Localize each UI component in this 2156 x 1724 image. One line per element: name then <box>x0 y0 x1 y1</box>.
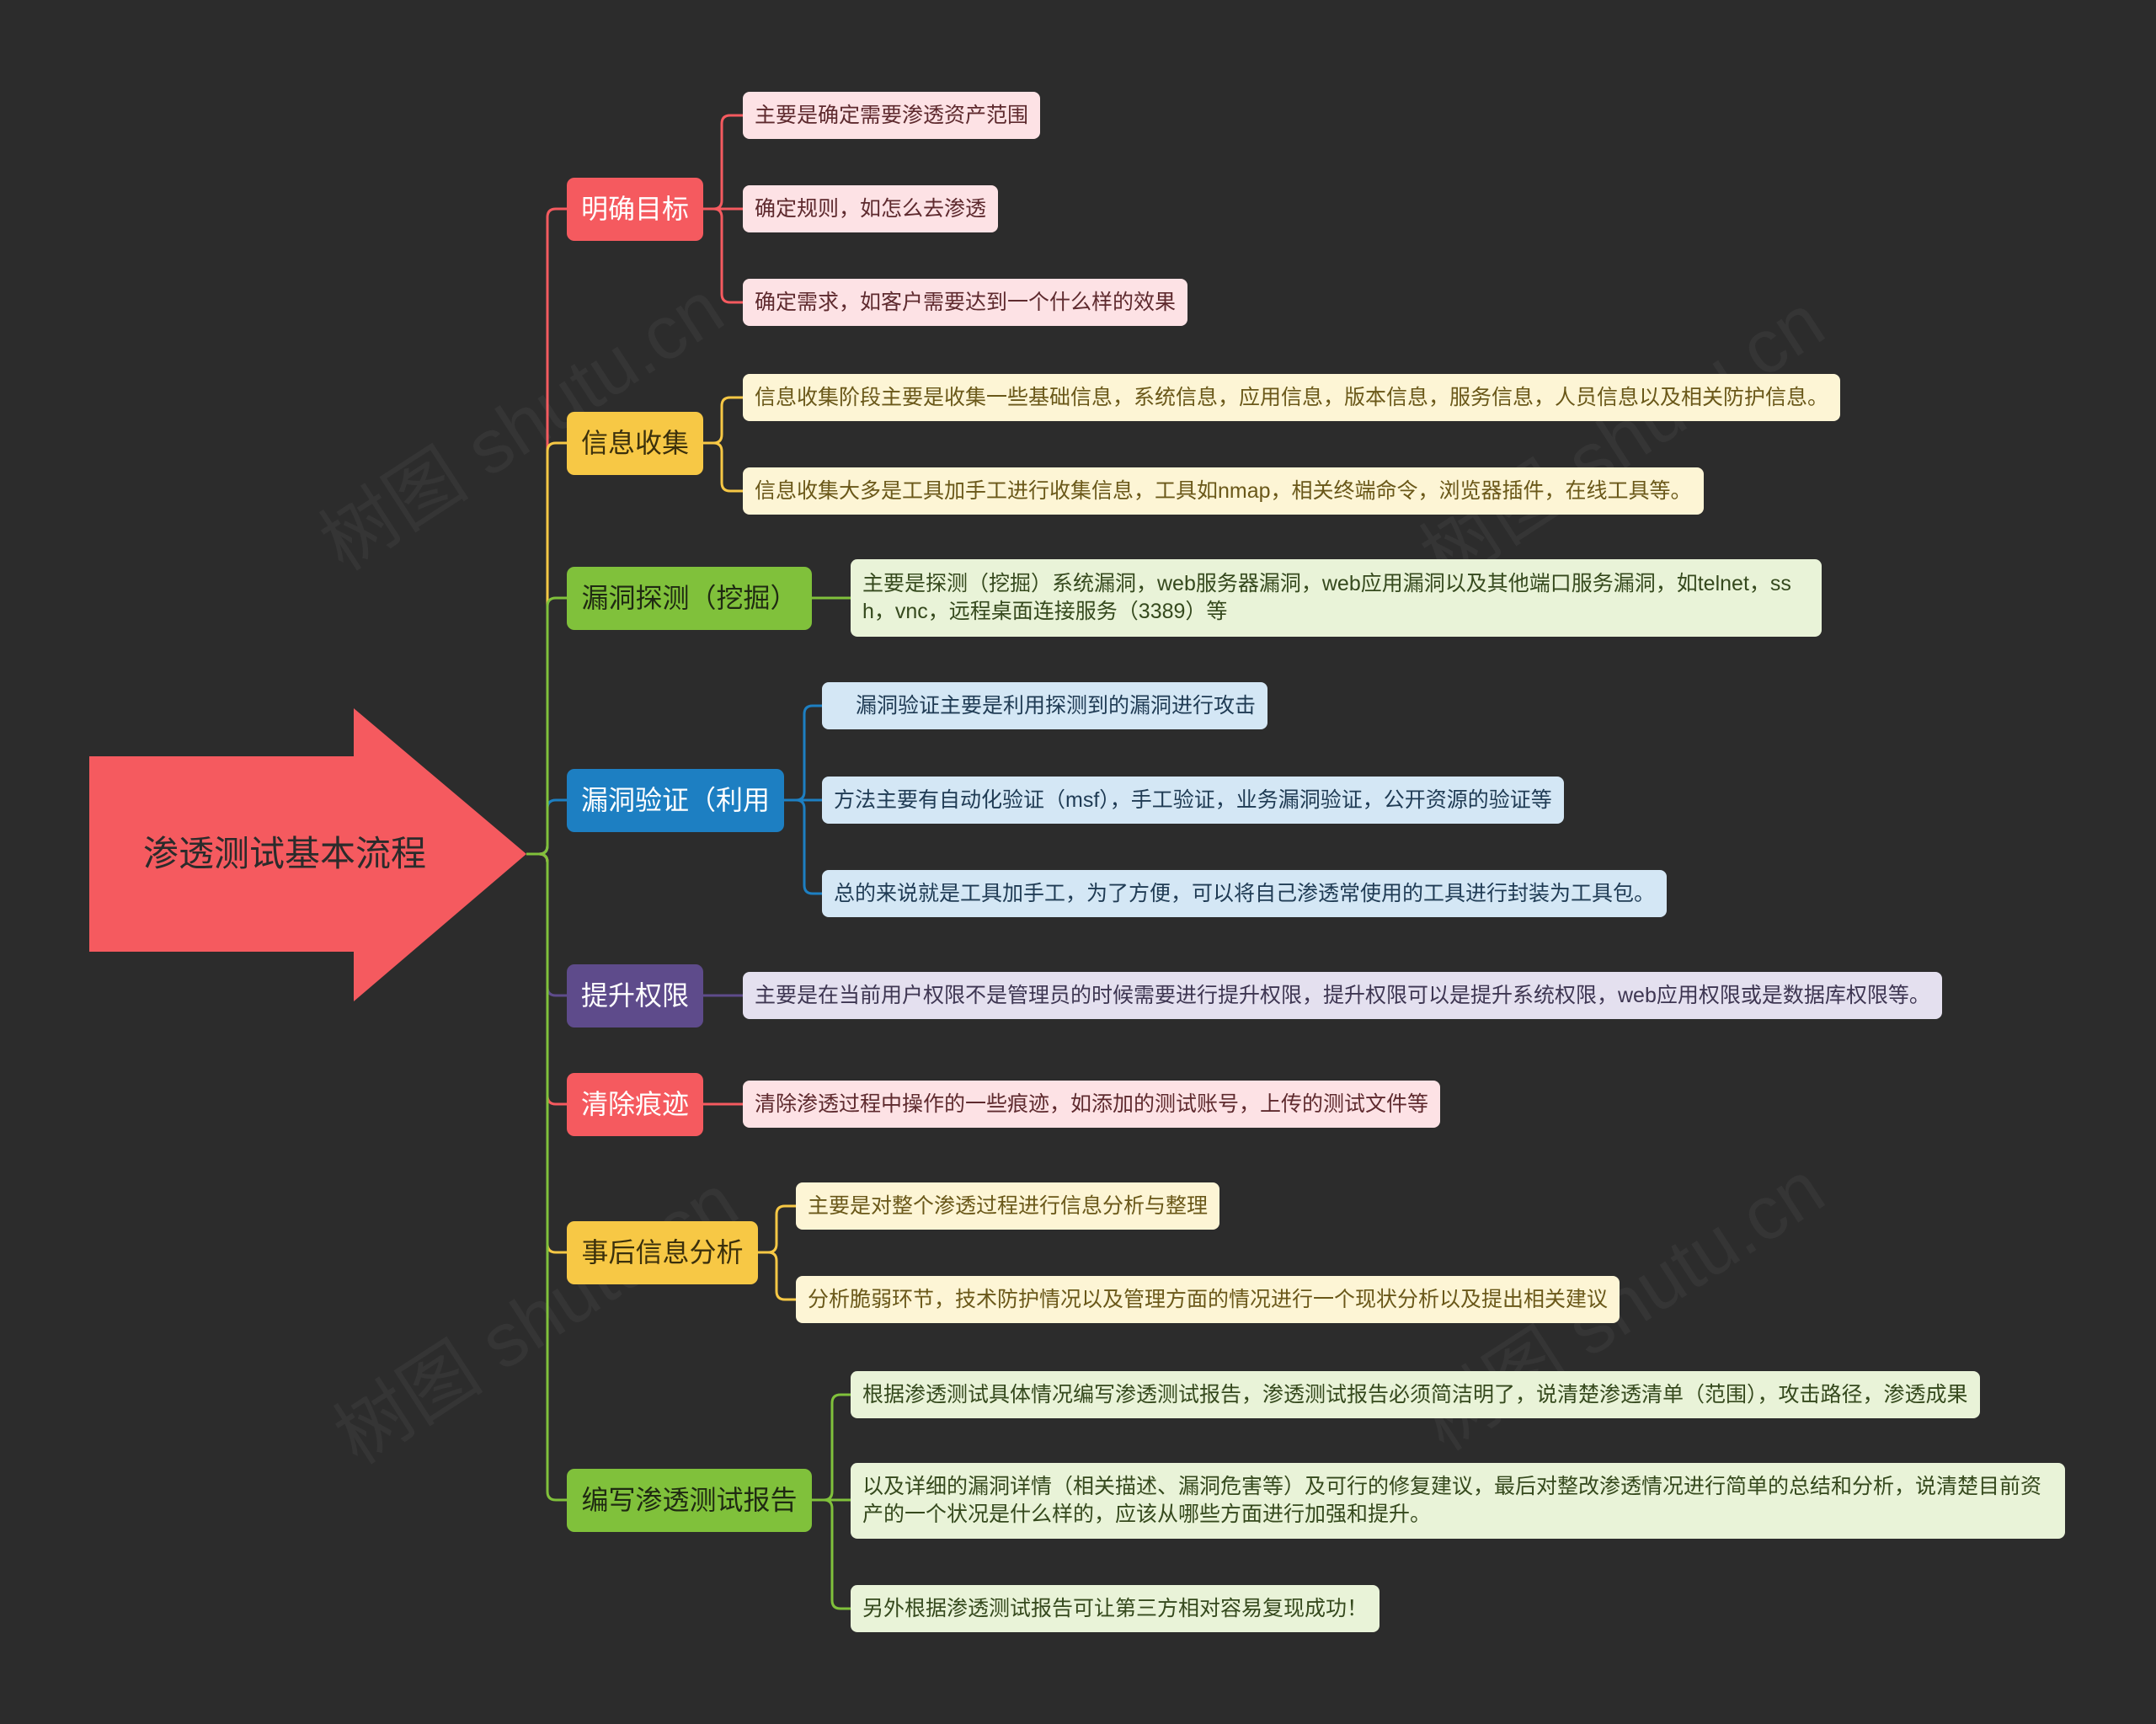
connector-report-writing-leaf-1 <box>811 1393 851 1502</box>
connector-vuln-detection <box>526 596 567 856</box>
connector-report-writing-leaf-3 <box>811 1498 851 1610</box>
connector-vuln-verification-leaf-3 <box>784 798 822 895</box>
connector-goal-leaf-3 <box>702 207 743 304</box>
leaf-vuln-detection-1[interactable]: 主要是探测（挖掘）系统漏洞，web服务器漏洞，web应用漏洞以及其他端口服务漏洞… <box>851 559 1822 637</box>
branch-node-report-writing[interactable]: 编写渗透测试报告 <box>567 1469 812 1532</box>
leaf-info-gathering-2[interactable]: 信息收集大多是工具加手工进行收集信息，工具如nmap，相关终端命令，浏览器插件，… <box>743 467 1704 515</box>
leaf-post-analysis-1[interactable]: 主要是对整个渗透过程进行信息分析与整理 <box>796 1182 1220 1230</box>
connector-vuln-verification-leaf-1 <box>784 704 822 802</box>
connector-info-gathering-leaf-1 <box>702 396 743 445</box>
branch-node-post-analysis[interactable]: 事后信息分析 <box>567 1221 758 1284</box>
connector-info-gathering-leaf-2 <box>702 441 743 493</box>
leaf-report-writing-1[interactable]: 根据渗透测试具体情况编写渗透测试报告，渗透测试报告必须简洁明了，说清楚渗透清单（… <box>851 1371 1980 1418</box>
leaf-report-writing-2[interactable]: 以及详细的漏洞详情（相关描述、漏洞危害等）及可行的修复建议，最后对整改渗透情况进… <box>851 1463 2065 1539</box>
leaf-vuln-verification-3[interactable]: 总的来说就是工具加手工，为了方便，可以将自己渗透常使用的工具进行封装为工具包。 <box>822 870 1668 917</box>
central-topic-title[interactable]: 渗透测试基本流程 <box>142 834 426 873</box>
branch-node-privilege-escalation[interactable]: 提升权限 <box>567 964 703 1027</box>
branch-node-vuln-verification[interactable]: 漏洞验证（利用 <box>567 769 784 832</box>
leaf-privilege-escalation-1[interactable]: 主要是在当前用户权限不是管理员的时候需要进行提升权限，提升权限可以是提升系统权限… <box>743 972 1942 1019</box>
leaf-report-writing-3[interactable]: 另外根据渗透测试报告可让第三方相对容易复现成功！ <box>851 1585 1380 1632</box>
central-topic-arrow[interactable] <box>89 708 526 1001</box>
connector-post-analysis-leaf-1 <box>758 1204 796 1254</box>
connector-post-analysis-leaf-2 <box>758 1251 796 1301</box>
leaf-vuln-verification-1[interactable]: 漏洞验证主要是利用探测到的漏洞进行攻击 <box>822 682 1268 729</box>
connector-goal-leaf-1 <box>702 114 743 211</box>
branch-node-vuln-detection[interactable]: 漏洞探测（挖掘） <box>567 567 812 630</box>
leaf-vuln-verification-2[interactable]: 方法主要有自动化验证（msf），手工验证，业务漏洞验证，公开资源的验证等 <box>822 777 1564 824</box>
branch-node-info-gathering[interactable]: 信息收集 <box>567 412 703 475</box>
leaf-post-analysis-2[interactable]: 分析脆弱环节，技术防护情况以及管理方面的情况进行一个现状分析以及提出相关建议 <box>796 1276 1620 1323</box>
leaf-trace-cleanup-1[interactable]: 清除渗透过程中操作的一些痕迹，如添加的测试账号，上传的测试文件等 <box>743 1081 1441 1128</box>
leaf-goal-2[interactable]: 确定规则，如怎么去渗透 <box>743 185 999 232</box>
connector-report-writing <box>526 852 567 1502</box>
branch-node-trace-cleanup[interactable]: 清除痕迹 <box>567 1073 703 1136</box>
leaf-info-gathering-1[interactable]: 信息收集阶段主要是收集一些基础信息，系统信息，应用信息，版本信息，服务信息，人员… <box>743 374 1841 421</box>
branch-node-goal[interactable]: 明确目标 <box>567 178 703 241</box>
leaf-goal-3[interactable]: 确定需求，如客户需要达到一个什么样的效果 <box>743 279 1188 326</box>
leaf-goal-1[interactable]: 主要是确定需要渗透资产范围 <box>743 92 1041 139</box>
